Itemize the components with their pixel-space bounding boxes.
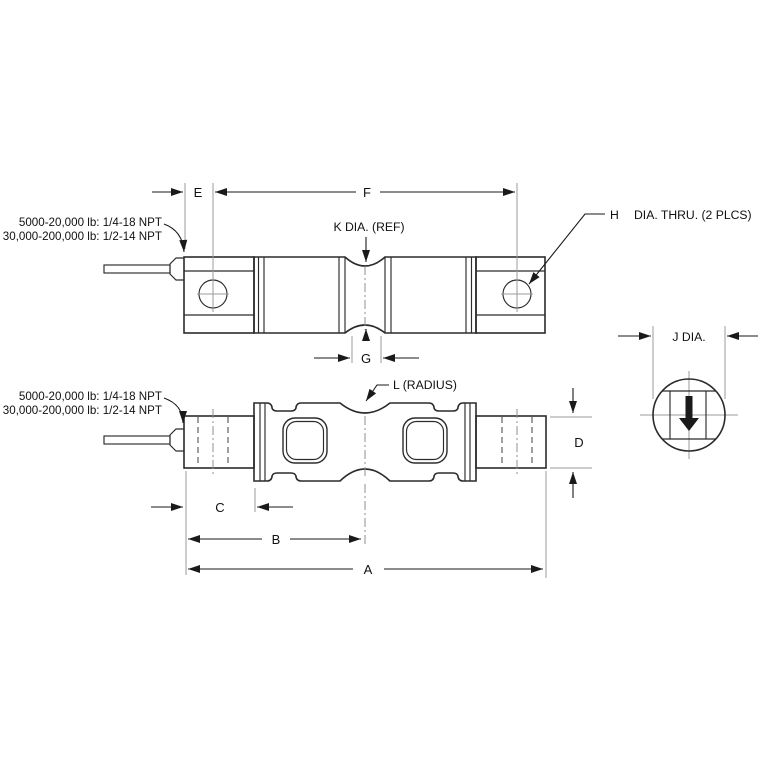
callout-k-dia: K DIA. (REF) — [333, 220, 405, 341]
right-end-block — [475, 415, 547, 469]
h-dia-leader — [528, 213, 605, 285]
j-dia-label: J DIA. — [672, 330, 705, 344]
dimension-label-c: C — [215, 500, 224, 515]
dimension-d: D — [550, 388, 592, 498]
left-end-block — [183, 256, 255, 334]
callout-h-dia: H DIA. THRU. (2 PLCS) — [528, 208, 752, 285]
dimension-c-b-a: C B A — [151, 471, 547, 578]
cable-fitting — [169, 428, 184, 452]
l-radius-leader — [365, 384, 389, 402]
shear-pocket-left — [282, 417, 328, 464]
port-note-line2: 30,000-200,000 lb: 1/2-14 NPT — [3, 230, 162, 243]
port-note-line2: 30,000-200,000 lb: 1/2-14 NPT — [3, 404, 162, 417]
right-end-block — [475, 256, 546, 334]
dimension-e-f: E F — [152, 183, 518, 312]
dimension-j-dia: J DIA. — [618, 326, 758, 399]
port-note-line1: 5000-20,000 lb: 1/4-18 NPT — [19, 390, 162, 403]
left-end-block — [183, 415, 255, 469]
h-dia-text: DIA. THRU. (2 PLCS) — [634, 208, 752, 222]
beam-body — [253, 402, 477, 482]
port-note-bottom: 5000-20,000 lb: 1/4-18 NPT 30,000-200,00… — [3, 390, 187, 424]
h-dia-letter: H — [610, 208, 619, 222]
port-note-top: 5000-20,000 lb: 1/4-18 NPT 30,000-200,00… — [3, 216, 188, 253]
cable-fitting — [169, 257, 184, 281]
end-view — [640, 371, 738, 459]
dimension-label-a: A — [364, 562, 373, 577]
dimension-label-e: E — [194, 185, 203, 200]
shear-pocket-left-inner — [285, 420, 325, 461]
port-note-leader — [163, 397, 187, 424]
dimension-label-d: D — [574, 435, 583, 450]
dimension-g: G — [314, 336, 419, 366]
cable — [103, 435, 171, 445]
port-note-leader — [163, 223, 188, 253]
load-direction-arrow-icon — [679, 396, 699, 431]
dimension-label-g: G — [361, 351, 371, 366]
end-view-circle — [652, 378, 726, 452]
callout-l-radius: L (RADIUS) — [365, 378, 457, 402]
k-dia-label: K DIA. (REF) — [333, 220, 404, 234]
l-radius-label: L (RADIUS) — [393, 378, 457, 392]
dimension-label-f: F — [363, 185, 371, 200]
shear-pocket-right-inner — [405, 420, 445, 461]
side-view-bottom — [103, 402, 547, 482]
cable — [103, 264, 171, 274]
shear-pocket-right — [402, 417, 448, 464]
dimension-label-b: B — [272, 532, 281, 547]
side-view-top — [103, 256, 546, 334]
port-note-line1: 5000-20,000 lb: 1/4-18 NPT — [19, 216, 162, 229]
